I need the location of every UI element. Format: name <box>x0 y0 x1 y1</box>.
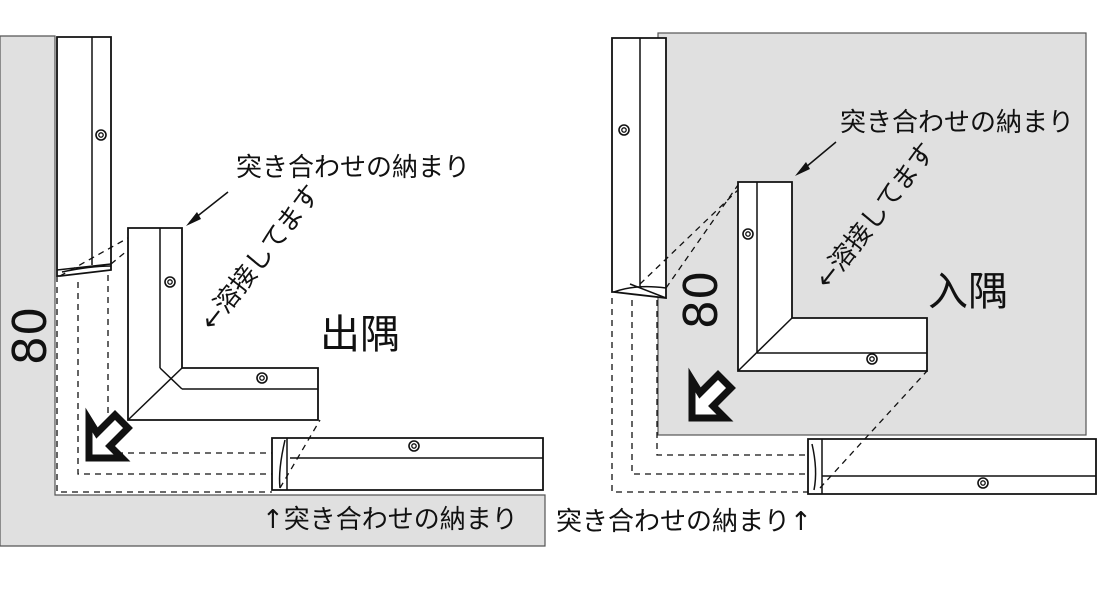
right-butt-joint-label-bottom: 突き合わせの納まり↑ <box>556 507 812 537</box>
left-horizontal-piece <box>271 437 544 491</box>
right-title: 入隅 <box>928 269 1008 315</box>
left-butt-joint-label-bottom: ↑突き合わせの納まり <box>262 505 518 535</box>
left-dimension-label: 80 <box>3 307 57 366</box>
right-horizontal-piece <box>807 438 1097 495</box>
left-panel-outside-corner: 80 <box>0 35 546 547</box>
right-vertical-piece <box>611 37 667 300</box>
left-title: 出隅 <box>320 312 400 358</box>
left-arrow-icon <box>85 407 133 462</box>
right-leader <box>795 141 837 176</box>
right-dimension-label: 80 <box>674 271 728 330</box>
right-dashed-guides <box>611 184 928 493</box>
right-welded-l-piece <box>737 181 928 372</box>
left-leader <box>186 191 229 226</box>
right-arrow-icon <box>688 367 736 422</box>
left-wall <box>0 35 546 547</box>
left-welded-l-piece <box>127 227 319 421</box>
right-panel-inside-corner: 80 突き合わせの納まり ←溶接してます 入隅 突き合わせの納まり↑ <box>556 32 1097 537</box>
right-butt-joint-label-top: 突き合わせの納まり <box>840 108 1074 138</box>
left-butt-joint-label-top: 突き合わせの納まり <box>236 153 470 183</box>
left-vertical-piece <box>56 36 112 277</box>
